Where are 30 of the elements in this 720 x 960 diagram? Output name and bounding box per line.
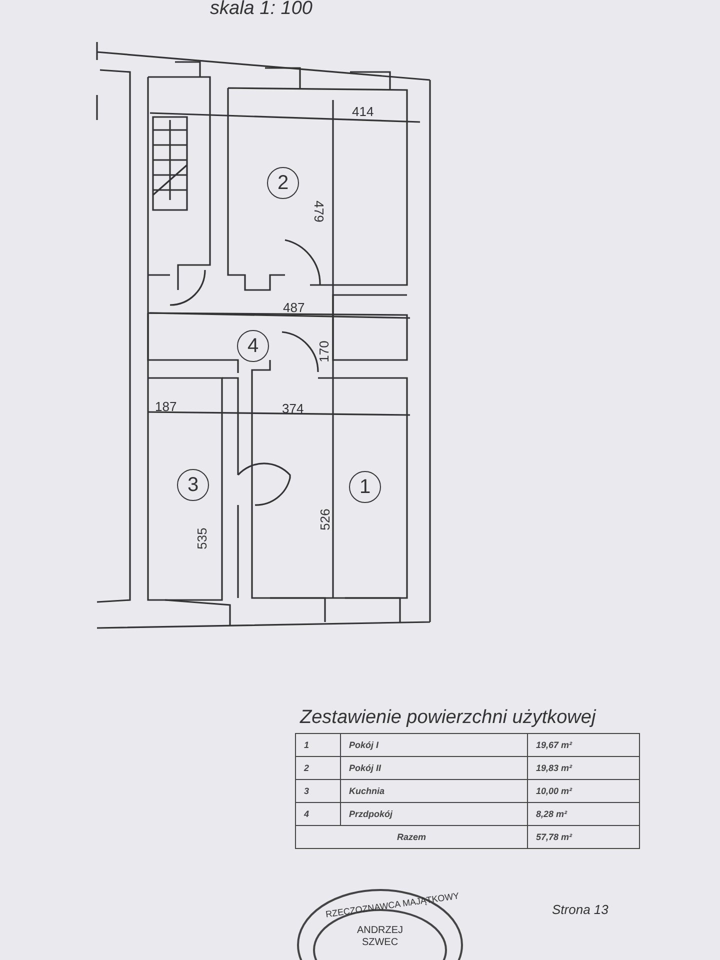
- table-cell: Kuchnia: [340, 780, 528, 802]
- dimension-label: 526: [317, 508, 332, 530]
- room-number: 4: [237, 330, 269, 362]
- scale-title: skala 1: 100: [210, 0, 312, 20]
- dimension-label: 374: [282, 401, 304, 416]
- table-cell: 57,78 m²: [528, 826, 640, 848]
- table-cell: Razem: [296, 826, 528, 848]
- table-cell: 2: [296, 756, 340, 780]
- table-cell: 8,28 m²: [528, 802, 640, 826]
- table-cell: 1: [296, 734, 340, 756]
- stamp-text: ANDRZEJ SZWEC: [356, 925, 404, 949]
- table-cell: 3: [296, 780, 340, 802]
- page-number: Strona 13: [552, 902, 608, 917]
- dimension-label: 187: [155, 399, 177, 414]
- table-cell: Przdpokój: [340, 802, 528, 826]
- table-cell: Pokój I: [340, 734, 528, 756]
- room-number: 1: [349, 471, 381, 503]
- table-cell: 19,83 m²: [528, 756, 640, 780]
- table-title: Zestawienie powierzchni użytkowej: [300, 707, 596, 729]
- dimension-label: 487: [283, 300, 305, 315]
- dimension-label: 170: [316, 340, 332, 362]
- table-cell: 10,00 m²: [528, 780, 640, 802]
- table-cell: 19,67 m²: [528, 734, 640, 756]
- dimension-label: 479: [311, 200, 326, 222]
- dimension-label: 535: [194, 528, 210, 550]
- dimension-label: 414: [352, 104, 374, 119]
- table-cell: Pokój II: [340, 756, 528, 780]
- table-cell: 4: [296, 802, 340, 826]
- room-number: 2: [267, 167, 299, 199]
- room-number: 3: [177, 469, 209, 501]
